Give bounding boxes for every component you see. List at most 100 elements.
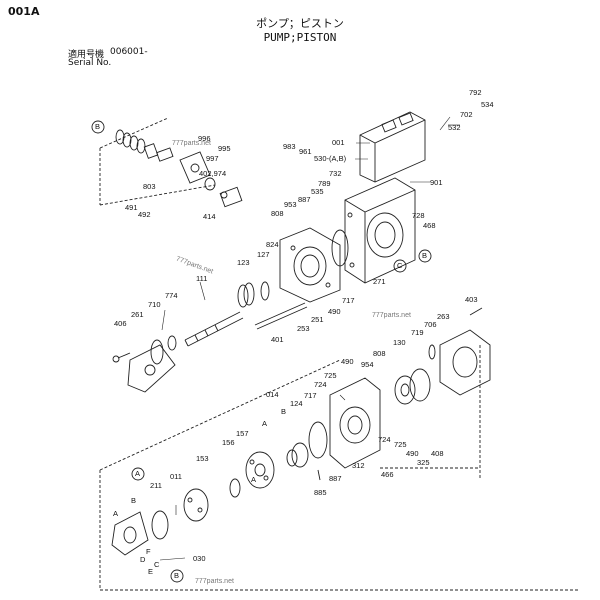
pump-casing xyxy=(344,177,416,284)
part-label: 717 xyxy=(342,296,355,305)
piston-plate-153 xyxy=(183,488,209,522)
oring-719 xyxy=(409,368,431,402)
circle-marker-b2 xyxy=(418,249,432,263)
part-label: 406 xyxy=(114,319,127,328)
part-label: 014 xyxy=(266,390,279,399)
part-label: 792 xyxy=(469,88,482,97)
bearing-123 xyxy=(237,282,255,308)
part-label: F xyxy=(146,547,151,556)
marker-letter: C xyxy=(397,261,403,270)
bearing-130 xyxy=(394,375,416,405)
part-label: 710 xyxy=(148,300,161,309)
part-label: 263 xyxy=(437,312,450,321)
serial-label-jp: 適用号機 xyxy=(68,50,105,60)
valve-plate xyxy=(229,478,241,498)
part-label: 808 xyxy=(373,349,386,358)
part-label: 983 xyxy=(283,142,296,151)
part-label: 995 xyxy=(218,144,231,153)
part-label: 490 xyxy=(341,357,354,366)
part-label: 719 xyxy=(411,328,424,337)
page-code: 001A xyxy=(8,5,40,18)
housing-312 xyxy=(329,377,381,469)
part-label: 534 xyxy=(481,100,494,109)
part-label: 532 xyxy=(448,123,461,132)
marker-letter: B xyxy=(95,122,101,131)
part-label: 251 xyxy=(311,315,324,324)
part-label: 156 xyxy=(222,438,235,447)
part-label: 954 xyxy=(361,360,374,369)
oring-710 xyxy=(150,339,164,365)
part-label: 466 xyxy=(381,470,394,479)
title-japanese: ポンプ；ピストン xyxy=(256,17,344,30)
part-label: 408 xyxy=(431,449,444,458)
cover-263 xyxy=(439,329,491,396)
circle-marker-a xyxy=(131,467,145,481)
part-label: E xyxy=(148,567,154,576)
part-label: 130 xyxy=(393,338,406,347)
part-label: 211 xyxy=(150,481,162,490)
serial-label-en: Serial No. xyxy=(68,58,112,68)
swash-plate xyxy=(286,442,309,468)
valve-block xyxy=(179,151,211,184)
part-label: 732 xyxy=(329,169,342,178)
part-label: 887 xyxy=(329,474,342,483)
oring-774 xyxy=(167,335,177,351)
part-label: 403 xyxy=(465,295,478,304)
part-label: 997 xyxy=(206,154,219,163)
ring-127 xyxy=(260,281,270,301)
part-label: 490 xyxy=(406,449,419,458)
watermark: 777parts.net xyxy=(172,140,211,147)
part-label: 724 xyxy=(378,435,391,444)
watermark: 777parts.net xyxy=(372,312,411,319)
part-label: C xyxy=(154,560,160,569)
part-label: 468 xyxy=(423,221,436,230)
part-label: 123 xyxy=(237,258,250,267)
part-label: B xyxy=(281,407,287,416)
part-label: 724 xyxy=(314,380,327,389)
part-label: 808 xyxy=(271,209,284,218)
part-label: 535 xyxy=(311,187,324,196)
part-label: 414 xyxy=(203,212,216,221)
circle-marker-b3 xyxy=(170,569,184,583)
drive-shaft xyxy=(184,311,244,347)
serial-value: 006001- xyxy=(110,47,148,57)
marker-letter: B xyxy=(422,251,428,260)
part-label: 127 xyxy=(257,250,270,259)
part-label: 774 xyxy=(165,291,178,300)
marker-letter: A xyxy=(135,469,141,478)
seal-ring-stack xyxy=(115,129,174,162)
bolt-403 xyxy=(469,307,483,316)
circled-markers xyxy=(91,120,432,583)
solenoid xyxy=(204,177,243,208)
dashed-frame xyxy=(99,117,580,591)
part-label: 312 xyxy=(352,461,365,470)
part-label: 530-(A,B) xyxy=(314,154,347,163)
regulator-housing xyxy=(359,111,426,183)
part-label: 030 xyxy=(193,554,206,563)
part-label: 789 xyxy=(318,179,331,188)
small-bolts-885 xyxy=(317,469,321,481)
retainer-211 xyxy=(151,510,169,540)
part-label: 157 xyxy=(236,429,249,438)
part-label: 803 xyxy=(143,182,156,191)
part-label: D xyxy=(140,555,146,564)
part-label: 901 xyxy=(430,178,443,187)
part-label: 153 xyxy=(196,454,209,463)
marker-letter: B xyxy=(174,571,180,580)
part-label: 111 xyxy=(196,274,208,283)
part-label: 953 xyxy=(284,200,297,209)
part-label: B xyxy=(131,496,137,505)
part-label: 001 xyxy=(332,138,345,147)
part-label: 725 xyxy=(324,371,337,380)
part-label: 996 xyxy=(198,134,211,143)
part-label: A xyxy=(113,509,119,518)
spring-pin xyxy=(254,302,308,330)
dashed-frame-right xyxy=(380,345,481,480)
port-block xyxy=(279,227,341,303)
part-label: 961 xyxy=(299,147,312,156)
circle-marker-b1 xyxy=(91,120,105,134)
part-label: 725 xyxy=(394,440,407,449)
part-label: 011 xyxy=(170,472,182,481)
part-label: A xyxy=(262,419,268,428)
